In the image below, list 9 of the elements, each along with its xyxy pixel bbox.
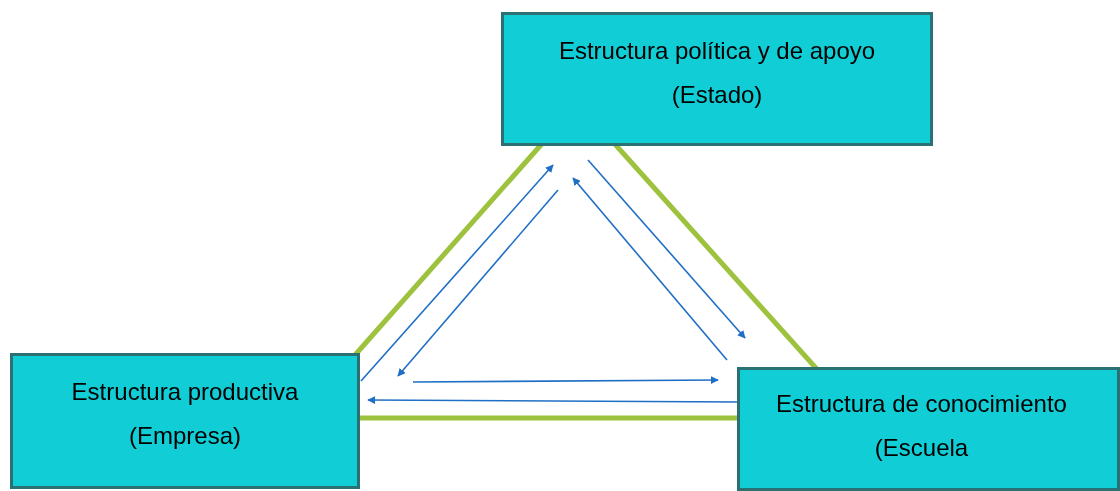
arrow: [397, 189, 559, 377]
arrow: [360, 164, 554, 382]
arrow: [412, 376, 719, 385]
process-box: Estructura de conocimiento (Escuela: [737, 367, 1120, 491]
arrow: [587, 159, 746, 339]
process-box: Estructura productiva (Empresa): [10, 353, 360, 489]
arrow: [367, 396, 738, 405]
arrow: [572, 177, 728, 361]
process-box: Estructura política y de apoyo (Estado): [501, 12, 933, 146]
